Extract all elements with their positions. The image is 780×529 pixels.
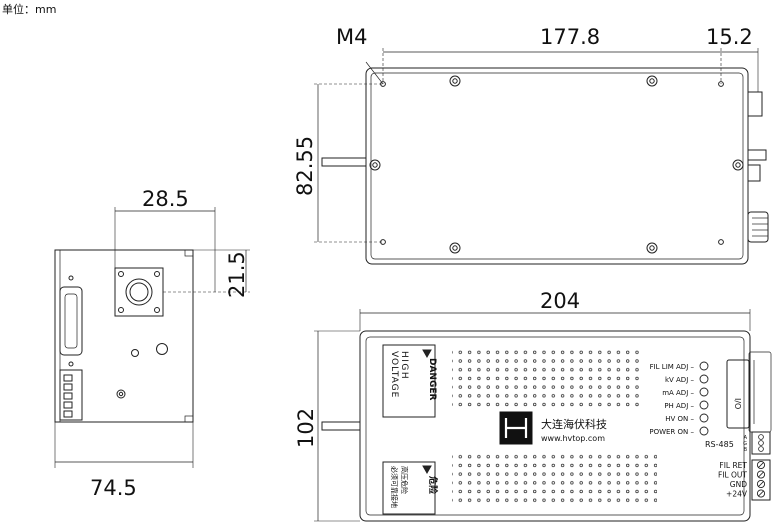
top-view-inner-edge	[370, 72, 744, 260]
dim-side-width: 74.5	[90, 476, 137, 500]
side-view-body	[54, 249, 194, 423]
indicator-led-icon	[699, 387, 709, 397]
unit-label: 单位：mm	[2, 2, 56, 16]
terminal-screw-icon	[756, 470, 766, 479]
label-io: I/O	[733, 398, 742, 409]
top-view-connector-top	[747, 91, 763, 117]
label-voltage: VOLTAGE	[389, 351, 399, 398]
terminal-screw-icon	[756, 489, 766, 498]
label-cn-warning1: 高压危险	[400, 466, 409, 494]
top-view-connector-mid	[747, 149, 767, 161]
rs485-pin-label: A	[744, 435, 748, 441]
rs485-pin-label: G	[743, 441, 747, 447]
label-high: HIGH	[399, 351, 409, 380]
m4-leader	[365, 61, 384, 85]
front-view	[314, 309, 772, 522]
dim-front-height: 102	[294, 408, 318, 448]
dim-connector-height: 21.5	[225, 251, 249, 298]
mount-hole-small	[718, 81, 724, 87]
dim-m4: M4	[336, 25, 367, 49]
dim-top-offset: 15.2	[706, 25, 753, 49]
terminal-screw-icon	[758, 446, 764, 452]
logo-url: www.hvtop.com	[541, 434, 605, 443]
indicator-label: kV ADJ –	[665, 376, 695, 384]
indicator-label: HV ON –	[665, 415, 694, 423]
terminal-slot	[758, 471, 764, 478]
indicator-led-icon	[699, 361, 709, 371]
power-terminal-label: FIL RET	[719, 461, 747, 470]
terminal-slot	[758, 462, 764, 468]
top-view-body	[365, 67, 749, 265]
screw-group	[369, 75, 744, 254]
indicator-label: mA ADJ –	[662, 389, 694, 397]
rs485-pin-label: B	[744, 447, 748, 453]
logo-company-name: 大连海伏科技	[541, 417, 607, 431]
terminal-screw-icon	[756, 460, 766, 470]
vent-hole-grid-top	[452, 350, 640, 410]
side-view-terminal-block	[59, 369, 83, 421]
dim-front-length: 204	[540, 289, 580, 313]
label-danger: DANGER	[427, 358, 437, 401]
indicator-led-icon	[699, 374, 709, 384]
warning-plate-cn	[382, 461, 436, 515]
side-view-square-connector	[114, 267, 164, 317]
rs485-terminal-box	[751, 431, 771, 455]
warning-plate-danger	[382, 344, 436, 418]
top-view-connector-round	[747, 211, 769, 243]
indicator-led-icon	[699, 413, 709, 423]
label-cn-danger: 危险	[427, 475, 439, 495]
label-rs485: RS-485	[705, 440, 734, 449]
indicator-led-icon	[699, 426, 709, 436]
indicator-label: POWER ON –	[649, 428, 694, 436]
power-terminal-label: +24V	[726, 490, 748, 499]
terminal-screw-icon	[758, 440, 764, 446]
power-terminal-label: FIL OUT	[718, 471, 747, 480]
power-terminal-box	[751, 459, 771, 501]
mount-hole-small	[718, 239, 724, 245]
top-view-connector-mid2	[747, 164, 761, 182]
top-view-left-stub	[321, 157, 367, 167]
dim-top-height: 82.55	[293, 136, 317, 196]
indicator-label: PH ADJ –	[664, 402, 694, 410]
power-terminal-label: GND	[730, 480, 747, 489]
terminal-slot	[758, 490, 764, 497]
label-cn-warning2: 必须可靠接地	[390, 466, 399, 508]
terminal-slot	[758, 481, 764, 487]
front-view-io-connector	[726, 359, 750, 429]
indicator-label: FIL LIM ADJ –	[650, 363, 695, 371]
indicator-led-icon	[699, 400, 709, 410]
terminal-screw-icon	[756, 479, 766, 489]
front-view-left-stub	[321, 421, 361, 431]
indicator-list: FIL LIM ADJ – kV ADJ – mA ADJ – PH ADJ – HV …	[649, 361, 709, 436]
side-view-dsub-connector	[59, 286, 83, 356]
terminal-screw-icon	[758, 434, 764, 440]
vent-hole-grid-bottom	[452, 452, 657, 507]
top-view	[314, 48, 769, 265]
rs485-pin-list: AGB	[743, 434, 764, 453]
dim-connector-width: 28.5	[142, 187, 189, 211]
side-view	[54, 207, 250, 468]
dim-top-length: 177.8	[540, 25, 600, 49]
